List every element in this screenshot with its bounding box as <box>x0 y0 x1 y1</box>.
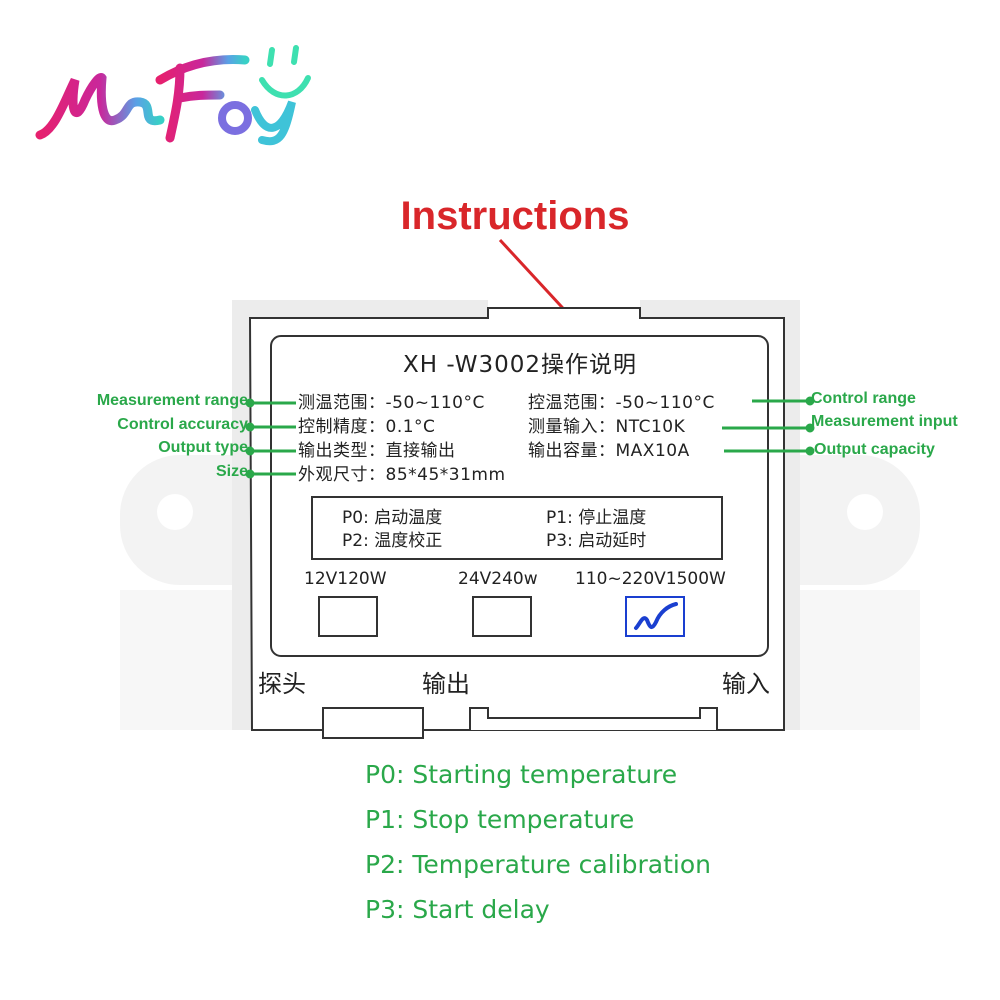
spec-label: 外观尺寸： <box>298 465 386 485</box>
spec-value: 0.1°C <box>385 417 436 437</box>
spec-label: 控制精度： <box>298 417 386 437</box>
param-p3: P3: 启动延时 <box>546 531 647 551</box>
mefoy-logo-icon <box>35 45 311 146</box>
spec-value: MAX10A <box>615 441 690 461</box>
spec-value: 85*45*31mm <box>385 465 506 485</box>
power-option-12v: 12V120W <box>304 569 387 589</box>
instructions-title: Instructions <box>400 194 630 238</box>
callout-size: Size <box>215 463 248 480</box>
spec-value: -50~110°C <box>615 393 715 413</box>
spec-control-accuracy: 控制精度：0.1°C <box>298 417 435 437</box>
spec-label: 输出类型： <box>298 441 386 461</box>
spec-label: 控温范围： <box>528 393 616 413</box>
callout-measurement-range: Measurement range <box>96 392 248 409</box>
input-label: 输入 <box>722 670 770 698</box>
param-p1: P1: 停止温度 <box>546 508 647 528</box>
spec-measurement-range: 测温范围：-50~110°C <box>298 393 485 413</box>
callout-control-range: Control range <box>811 390 916 407</box>
callout-control-accuracy: Control accuracy <box>117 416 248 433</box>
param-p2: P2: 温度校正 <box>342 531 443 551</box>
power-option-24v: 24V240w <box>458 569 538 589</box>
spec-size: 外观尺寸：85*45*31mm <box>298 465 506 485</box>
callout-measurement-input: Measurement input <box>811 413 958 430</box>
spec-label: 输出容量： <box>528 441 616 461</box>
probe-label: 探头 <box>258 670 306 698</box>
spec-measurement-input: 测量输入：NTC10K <box>528 417 685 437</box>
spec-label: 测量输入： <box>528 417 616 437</box>
spec-value: -50~110°C <box>385 393 485 413</box>
spec-output-type: 输出类型：直接输出 <box>298 441 456 461</box>
model-title: XH -W3002操作说明 <box>402 352 637 378</box>
legend-p2: P2: Temperature calibration <box>365 850 711 879</box>
spec-value: NTC10K <box>615 417 686 437</box>
legend-p3: P3: Start delay <box>365 895 550 924</box>
checkmark-icon <box>634 602 678 630</box>
power-option-220v: 110~220V1500W <box>575 569 726 589</box>
legend-p1: P1: Stop temperature <box>365 805 635 834</box>
spec-label: 测温范围： <box>298 393 386 413</box>
callout-output-capacity: Output capacity <box>814 441 935 458</box>
legend-p0: P0: Starting temperature <box>365 760 678 789</box>
output-label: 输出 <box>422 670 470 698</box>
spec-value: 直接输出 <box>385 441 456 461</box>
spec-control-range: 控温范围：-50~110°C <box>528 393 715 413</box>
param-p0: P0: 启动温度 <box>342 508 443 528</box>
callout-output-type: Output type <box>158 439 248 456</box>
spec-output-capacity: 输出容量：MAX10A <box>528 441 690 461</box>
